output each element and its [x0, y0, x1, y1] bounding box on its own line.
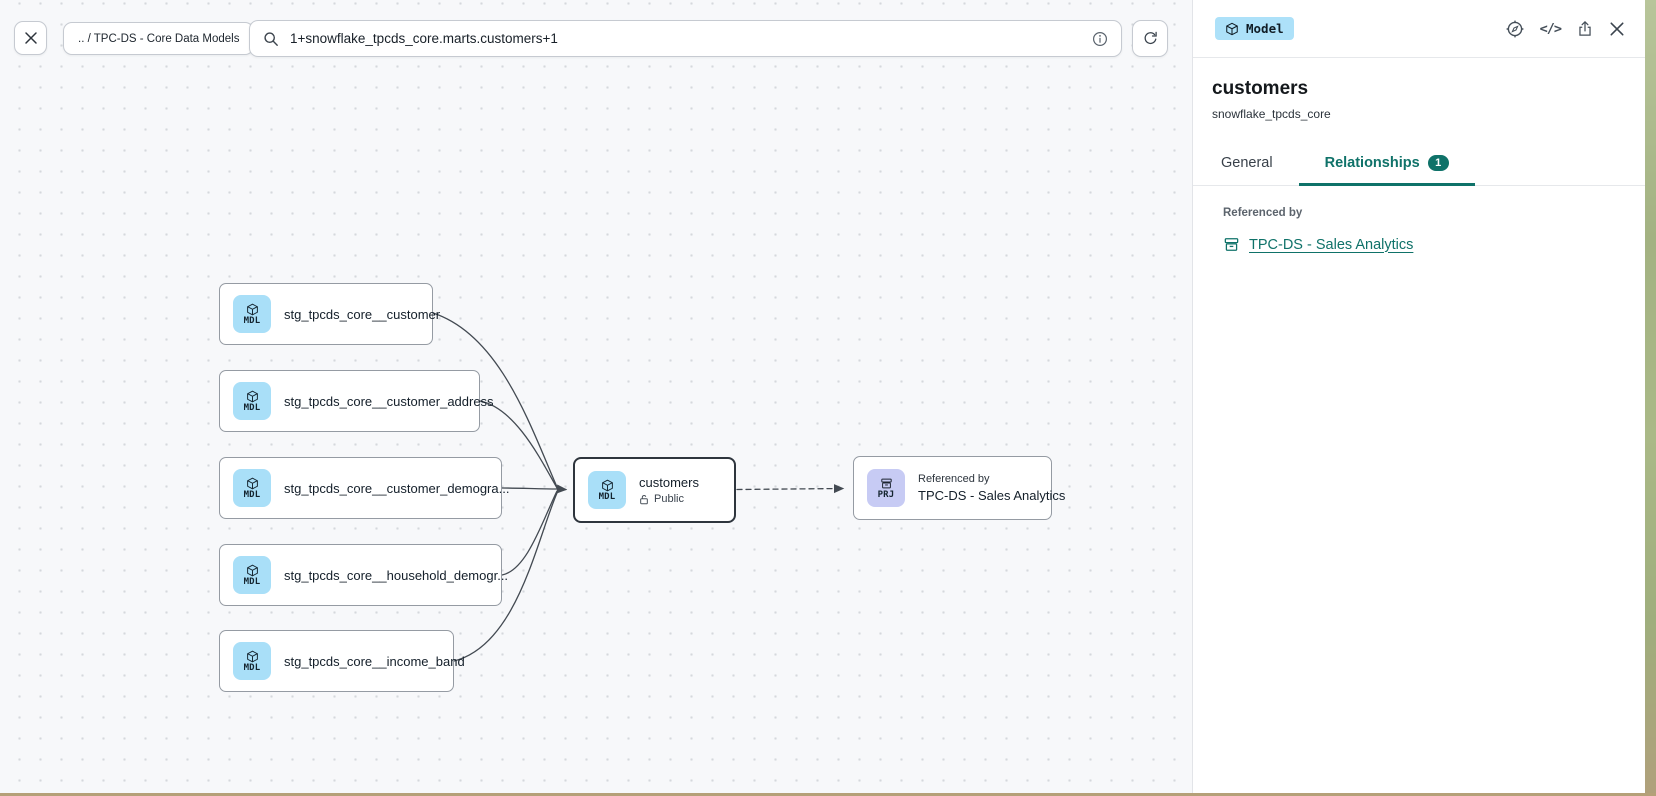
lineage-node-customers-selected[interactable]: MDL customers Public [573, 457, 736, 523]
referenced-by-heading: Referenced by [1223, 207, 1303, 219]
lineage-node-stg-household-demographics[interactable]: MDL stg_tpcds_core__household_demogr... [219, 544, 508, 606]
lineage-edges [432, 312, 845, 662]
node-label: TPC-DS - Sales Analytics [918, 488, 1066, 503]
archive-icon [880, 478, 892, 488]
panel-tabs: General Relationships 1 [1193, 145, 1645, 186]
referenced-project-link[interactable]: TPC-DS - Sales Analytics [1223, 236, 1623, 253]
model-node-badge: MDL [233, 469, 271, 507]
badge-label: MDL [243, 489, 261, 500]
archive-icon [1224, 238, 1239, 251]
desktop-wallpaper-edge [1645, 0, 1656, 796]
panel-header-actions: </> [1505, 19, 1625, 39]
breadcrumb[interactable]: .. / TPC-DS - Core Data Models [63, 22, 255, 55]
lineage-canvas[interactable]: MDL stg_tpcds_core__customer MDL stg_tpc… [0, 0, 1192, 796]
cube-icon [246, 477, 258, 489]
cube-icon [1226, 22, 1238, 35]
close-icon [24, 32, 37, 44]
cube-icon [246, 303, 258, 315]
cube-icon [601, 479, 613, 491]
close-icon [1610, 21, 1624, 36]
panel-subtitle: snowflake_tpcds_core [1212, 107, 1331, 121]
model-node-badge: MDL [233, 382, 271, 420]
node-label: customers [639, 475, 699, 490]
model-node-badge: MDL [233, 295, 271, 333]
lineage-button[interactable] [1505, 19, 1525, 39]
search-icon [264, 31, 278, 46]
model-type-badge: Model [1215, 17, 1294, 40]
search-input[interactable] [288, 30, 1083, 47]
project-node-badge: PRJ [867, 469, 905, 507]
node-caption: Referenced by [918, 473, 990, 485]
node-label: stg_tpcds_core__customer [284, 306, 441, 322]
lineage-node-referencing-project[interactable]: PRJ Referenced by TPC-DS - Sales Analyti… [853, 456, 1065, 520]
model-node-badge: MDL [588, 471, 626, 509]
access-row: Public [639, 493, 699, 505]
tab-relationships[interactable]: Relationships 1 [1298, 145, 1475, 186]
referenced-project-label: TPC-DS - Sales Analytics [1249, 236, 1414, 253]
node-label: stg_tpcds_core__customer_demogra... [284, 480, 510, 496]
close-panel-button[interactable] [1609, 21, 1625, 37]
lineage-node-stg-customer-demographics[interactable]: MDL stg_tpcds_core__customer_demogra... [219, 457, 509, 519]
badge-label: MDL [598, 491, 616, 502]
tab-count-badge: 1 [1427, 155, 1449, 171]
tab-general[interactable]: General [1221, 155, 1273, 171]
badge-label: MDL [243, 576, 261, 587]
refresh-button[interactable] [1132, 20, 1168, 57]
close-lineage-button[interactable] [14, 21, 47, 55]
export-icon [1579, 20, 1591, 36]
details-panel: Model </> customers snowflake_tpcds_core… [1192, 0, 1645, 796]
share-icon[interactable] [1576, 19, 1594, 38]
lineage-node-stg-income-band[interactable]: MDL stg_tpcds_core__income_band [219, 630, 465, 692]
lineage-node-stg-customer-address[interactable]: MDL stg_tpcds_core__customer_address [219, 370, 494, 432]
tab-label: Relationships [1324, 155, 1420, 171]
desktop-wallpaper-bottom-edge [0, 793, 1656, 796]
refresh-icon [1144, 31, 1157, 45]
compass-icon [1506, 20, 1524, 37]
panel-header: Model </> [1193, 0, 1645, 58]
badge-label: MDL [243, 662, 261, 673]
cube-icon [246, 390, 258, 402]
model-node-badge: MDL [233, 556, 271, 594]
relationships-section: Referenced by TPC-DS - Sales Analytics [1193, 186, 1645, 253]
panel-title-block: customers snowflake_tpcds_core [1193, 58, 1645, 121]
cube-icon [246, 564, 258, 576]
node-label: stg_tpcds_core__household_demogr... [284, 567, 509, 583]
node-label: stg_tpcds_core__customer_address [284, 393, 494, 409]
panel-title: customers [1212, 78, 1309, 99]
search-bar [249, 20, 1122, 57]
badge-label: MDL [243, 402, 261, 413]
code-button[interactable]: </> [1539, 20, 1562, 37]
open-lock-icon [640, 494, 648, 504]
info-icon[interactable] [1092, 31, 1108, 47]
node-label: stg_tpcds_core__income_band [284, 653, 465, 669]
badge-label: PRJ [877, 489, 895, 500]
access-label: Public [654, 493, 684, 505]
badge-label: MDL [243, 315, 261, 326]
type-badge-label: Model [1246, 21, 1284, 36]
model-node-badge: MDL [233, 642, 271, 680]
cube-icon [246, 650, 258, 662]
lineage-node-stg-customer[interactable]: MDL stg_tpcds_core__customer [219, 283, 440, 345]
